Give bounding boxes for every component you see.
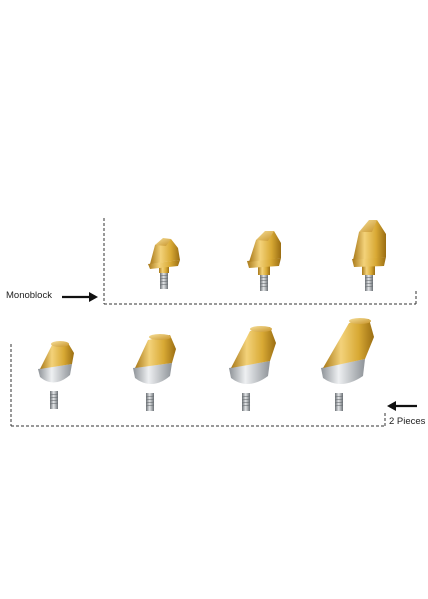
two-piece-abutment-3 <box>229 326 276 411</box>
two-pieces-label: 2 Pieces <box>389 416 426 427</box>
two-pieces-bracket <box>10 344 386 427</box>
monoblock-label: Monoblock <box>6 290 52 301</box>
monoblock-bracket <box>103 218 417 305</box>
two-piece-abutment-2 <box>133 334 176 411</box>
monoblock-abutment-medium <box>247 231 281 291</box>
monoblock-arrow <box>62 292 98 302</box>
monoblock-abutment-large <box>352 220 386 291</box>
two-piece-abutment-1 <box>38 341 74 409</box>
two-piece-abutment-4 <box>321 318 374 411</box>
monoblock-abutment-small <box>148 238 180 289</box>
two-pieces-arrow <box>387 401 417 411</box>
